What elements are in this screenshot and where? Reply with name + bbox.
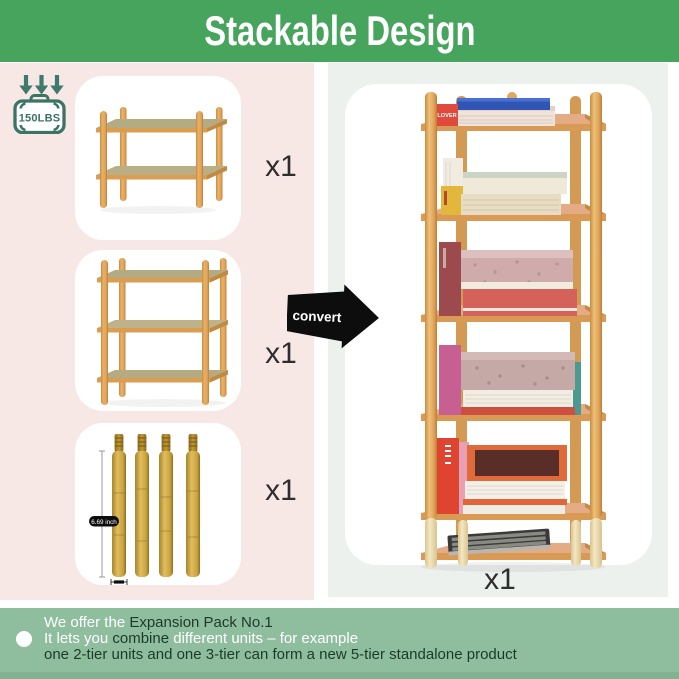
suitcase-icon: 150LBS: [13, 94, 66, 134]
quantity-label: x1: [265, 337, 297, 370]
keyboard-image: [447, 528, 551, 556]
three-tier-shelf-image: [97, 258, 228, 407]
two-tier-shelf-image: [96, 107, 227, 214]
leg-dimension-line: [99, 450, 105, 578]
two-tier-shelf-card: [75, 76, 241, 240]
legs-set-card: 6.69 inch: [75, 423, 241, 585]
footer-line-2: It lets you combine different units – fo…: [44, 630, 359, 647]
books-top: LOVER: [433, 98, 555, 126]
five-tier-shelf-card: LOVER: [345, 84, 652, 572]
five-tier-shelf-image: LOVER: [421, 92, 606, 572]
down-arrows-icon: [19, 75, 64, 95]
books-tier-1: [441, 158, 567, 215]
quantity-label: x1: [265, 474, 297, 507]
convert-arrow: convert: [286, 284, 379, 350]
books-tier-3: [439, 345, 581, 415]
quantity-label: x1: [484, 563, 516, 596]
page-title: Stackable Design: [203, 7, 476, 54]
footer-line-1: We offer the Expansion Pack No.1: [44, 614, 273, 631]
capacity-label: 150LBS: [19, 113, 61, 125]
footer-note: We offer the Expansion Pack No.1 It lets…: [0, 608, 679, 679]
bullet-icon: [16, 631, 32, 647]
leg-width-dimension: [110, 579, 128, 585]
result-panel: LOVER: [328, 63, 668, 597]
books-tier-4: [437, 438, 567, 514]
footer-line-3: one 2-tier units and one 3-tier can form…: [44, 646, 517, 663]
convert-arrow-label: convert: [292, 307, 342, 326]
svg-text:LOVER: LOVER: [437, 113, 456, 119]
svg-text:6.69 inch: 6.69 inch: [91, 519, 117, 526]
components-panel: 150LBS: [0, 63, 314, 600]
three-tier-shelf-card: [75, 250, 241, 411]
leg-length-label: 6.69 inch: [89, 516, 119, 527]
header-banner: Stackable Design: [0, 0, 679, 62]
load-capacity-icon: 150LBS: [13, 75, 66, 134]
legs-set-image: 6.69 inch: [89, 434, 200, 585]
footer-bottom-strip: [0, 672, 679, 679]
quantity-label: x1: [265, 150, 297, 183]
red-book-spine: LOVER: [436, 104, 458, 126]
books-tier-2: [439, 242, 577, 316]
